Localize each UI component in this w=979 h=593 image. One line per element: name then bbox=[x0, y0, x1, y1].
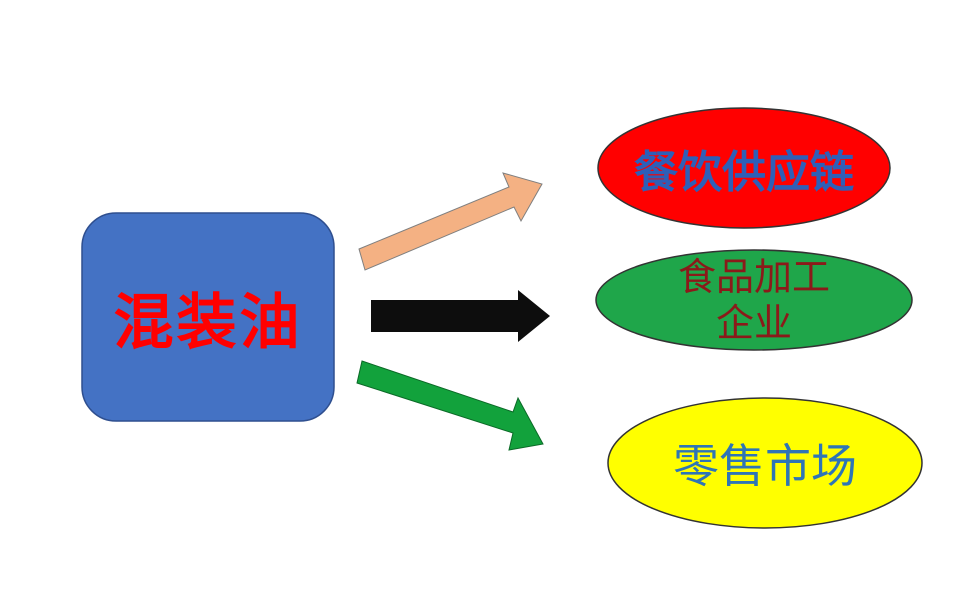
target-label-line-2: 企业 bbox=[715, 301, 792, 345]
target-ellipse-food-processing bbox=[595, 249, 913, 351]
target-label-retail: 零售市场 bbox=[673, 439, 857, 493]
source-box bbox=[81, 212, 335, 422]
target-label-catering: 餐饮供应链 bbox=[634, 147, 854, 198]
arrow-to-retail bbox=[356, 360, 544, 451]
target-label-food-processing: 食品加工 企业 bbox=[596, 250, 912, 350]
source-label: 混装油 bbox=[113, 287, 303, 358]
target-ellipse-retail bbox=[607, 397, 923, 529]
target-label-line-1: 食品加工 bbox=[677, 255, 830, 299]
target-ellipse-catering bbox=[597, 107, 891, 229]
arrow-to-food-processing bbox=[371, 290, 550, 342]
arrow-to-catering bbox=[358, 172, 543, 271]
